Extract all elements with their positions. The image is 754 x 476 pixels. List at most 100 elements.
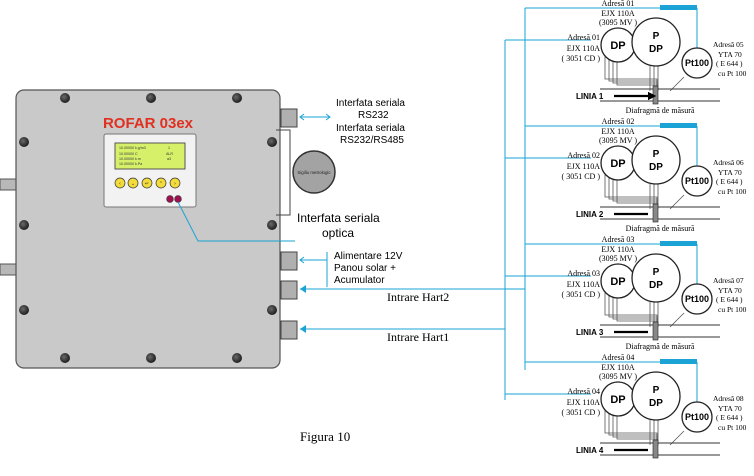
optical-port-2	[174, 195, 182, 203]
svg-text:⌃: ⌃	[159, 181, 163, 187]
pt100-symbol: Pt100	[685, 176, 709, 186]
pdp-address: Adresă 03	[602, 235, 635, 244]
device-brand: ROFAR 03ex	[103, 115, 194, 132]
dp-address: Adresă 01	[567, 33, 600, 42]
serial-rs232-label: Interfata seriala	[336, 98, 405, 109]
pt100-model: YTA 70	[718, 286, 742, 295]
pdp-symbol-bottom: DP	[649, 398, 663, 409]
keypad-glyphs: ‹⌄ ↵⌃›	[119, 181, 176, 187]
dp-symbol: DP	[610, 276, 625, 288]
dp-address: Adresă 03	[567, 269, 600, 278]
dp-model: EJX 110A	[567, 398, 600, 407]
dp-model: EJX 110A	[567, 280, 600, 289]
pdp-symbol-top: P	[653, 267, 660, 278]
pdp-model-variant: (3095 MV )	[599, 136, 637, 145]
svg-text:⌄: ⌄	[131, 181, 135, 187]
svg-text:↵: ↵	[145, 181, 149, 187]
lcd-right-2: ALR	[166, 152, 173, 156]
diaphragm-plate	[652, 439, 659, 459]
key-up[interactable]	[155, 177, 167, 189]
pt100-model-variant: ( E 644 )	[716, 59, 743, 68]
bolts	[19, 93, 277, 363]
svg-text:1 ALR a3: 1 ALR a3	[166, 146, 174, 161]
pdp-address: Adresă 01	[602, 0, 635, 8]
dp-model: EJX 110A	[567, 44, 600, 53]
pt100-address: Adresă 06	[713, 158, 744, 167]
hart1-label: Intrare Hart1	[387, 330, 449, 344]
pdp-model: EJX 110A	[601, 363, 634, 372]
pt100-address: Adresă 07	[713, 276, 744, 285]
metrological-seal	[292, 150, 336, 194]
pt100-symbol: Pt100	[685, 294, 709, 304]
pdp-symbol-top: P	[653, 31, 660, 42]
key-enter[interactable]	[141, 177, 153, 189]
pt100-symbol: Pt100	[685, 58, 709, 68]
dp-symbol: DP	[610, 40, 625, 52]
connector-power	[280, 251, 298, 271]
interface-section: Interfata seriala RS232 Interfata serial…	[177, 8, 526, 400]
dp-model-variant: ( 3051 CD )	[562, 54, 601, 63]
optical-port-1	[166, 195, 174, 203]
key-right[interactable]	[169, 177, 181, 189]
key-left[interactable]	[114, 177, 126, 189]
pdp-model-variant: (3095 MV )	[599, 254, 637, 263]
svg-text:‹: ‹	[119, 181, 121, 187]
lcd-right-1: 1	[168, 146, 170, 150]
pdp-address: Adresă 04	[602, 353, 635, 362]
line-label: LINIA 4	[576, 446, 604, 455]
pt100-sensor: cu Pt 100	[718, 69, 747, 78]
lcd-line-1: 10.00000 k.g/m3	[119, 146, 146, 150]
pdp-model: EJX 110A	[601, 127, 634, 136]
lcd-display	[114, 142, 186, 170]
dp-model: EJX 110A	[567, 162, 600, 171]
pt100-model-variant: ( E 644 )	[716, 295, 743, 304]
pt100-sensor: cu Pt 100	[718, 187, 747, 196]
pdp-transmitter	[631, 17, 681, 67]
seal-bracket	[276, 129, 291, 216]
dp-model-variant: ( 3051 CD )	[562, 408, 601, 417]
pt100-transmitter	[681, 401, 713, 433]
pt100-sensor: cu Pt 100	[718, 305, 747, 314]
pdp-symbol-top: P	[653, 385, 660, 396]
pdp-address: Adresă 02	[602, 117, 635, 126]
svg-text:10.00000 k.g/m3 10.00000: 10.00000 k.g/m3 10.00000 C 10.00000 k.m …	[119, 146, 147, 166]
pt100-model: YTA 70	[718, 168, 742, 177]
diaphragm-plate	[652, 203, 659, 223]
connector-hart1	[280, 320, 298, 340]
pt100-model: YTA 70	[718, 50, 742, 59]
pdp-symbol-bottom: DP	[649, 44, 663, 55]
pdp-transmitter	[631, 371, 681, 421]
hart2-highlight	[660, 5, 697, 10]
lcd-line-3: 10.00000 k.m	[119, 157, 141, 161]
pdp-symbol-bottom: DP	[649, 280, 663, 291]
power-label-2: Panou solar +	[334, 263, 396, 274]
diaphragm-plate	[652, 321, 659, 341]
optical-label-2: optica	[322, 226, 354, 240]
pt100-model: YTA 70	[718, 404, 742, 413]
enclosure-body	[15, 89, 281, 369]
lcd-line-2: 10.00000 C	[119, 152, 138, 156]
serial-rs485-label: Interfata seriala	[336, 123, 405, 134]
pdp-model-variant: (3095 MV )	[599, 372, 637, 381]
pt100-symbol: Pt100	[685, 412, 709, 422]
pt100-address: Adresă 05	[713, 40, 744, 49]
dp-model-variant: ( 3051 CD )	[562, 172, 601, 181]
hart2-label: Intrare Hart2	[387, 290, 449, 304]
hart2-highlight	[660, 123, 697, 128]
seal-label: Sigiliu metrologic	[297, 170, 331, 175]
pdp-transmitter	[631, 135, 681, 185]
dp-address: Adresă 04	[567, 387, 600, 396]
key-down[interactable]	[127, 177, 139, 189]
diaphragm-label: Diafragmă de măsură	[626, 106, 695, 115]
serial-rs232-sub: RS232	[358, 110, 389, 121]
optical-label-1: Interfata seriala	[297, 211, 380, 225]
line-label: LINIA 3	[576, 328, 604, 337]
line-label: LINIA 1	[576, 92, 604, 101]
pt100-address: Adresă 08	[713, 394, 744, 403]
diaphragm-label: Diafragmă de măsură	[626, 224, 695, 233]
dp-symbol: DP	[610, 394, 625, 406]
pdp-model: EJX 110A	[601, 9, 634, 18]
